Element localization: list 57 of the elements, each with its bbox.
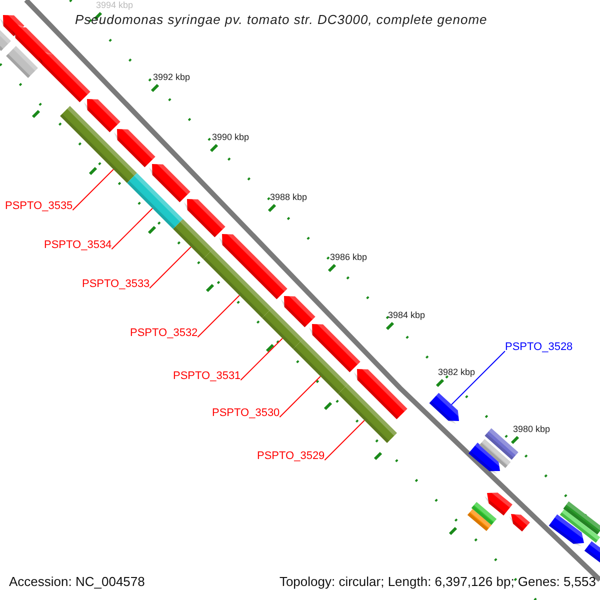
- gene-label: PSPTO_3532: [130, 327, 198, 340]
- title: Pseudomonas syringae pv. tomato str. DC3000, complete genome: [75, 13, 488, 28]
- gene-block: [12, 24, 54, 66]
- gene-block: [84, 96, 120, 132]
- gene-block: [468, 442, 502, 474]
- gene-block: [38, 52, 90, 102]
- gene-block: [338, 384, 397, 443]
- scale-label: 3994 kbp: [96, 1, 134, 11]
- leader-line: [149, 246, 192, 289]
- gene-label: PSPTO_3531: [173, 370, 241, 382]
- gene-block: [60, 106, 137, 183]
- gene-label: PSPTO_3534: [44, 239, 112, 252]
- scale-label: 3988 kbp: [270, 193, 308, 203]
- gene-block: [173, 219, 213, 259]
- scale-label: 3982 kbp: [438, 368, 476, 378]
- genome-summary-text: Topology: circular; Length: 6,397,126 bp; Genes: 5,553: [279, 575, 596, 590]
- gene-block: [280, 294, 316, 328]
- gene-block: [0, 12, 24, 36]
- gene-block: [479, 439, 511, 468]
- gene-block: [509, 512, 530, 532]
- gene-block: [293, 339, 348, 394]
- scale-label: 3986 kbp: [330, 253, 368, 263]
- gene-block: [114, 126, 156, 168]
- gene-block: [563, 501, 600, 535]
- leader-line: [72, 168, 114, 211]
- gene-label: PSPTO_3533: [82, 278, 150, 290]
- gene-block: [148, 162, 190, 202]
- leader-line: [451, 350, 506, 406]
- gene-block: [203, 249, 272, 318]
- gene-block: [548, 514, 586, 546]
- gene-label: PSPTO_3535: [5, 200, 73, 212]
- leader-line: [324, 420, 365, 461]
- gene-block: [262, 308, 303, 349]
- gene-block: [308, 322, 360, 372]
- leader-line: [240, 338, 283, 381]
- gene-block: [471, 502, 497, 526]
- gene-block: [467, 508, 492, 532]
- gene-block: [184, 196, 226, 238]
- scale-label: 3990 kbp: [212, 133, 250, 143]
- gene-label: PSPTO_3529: [257, 450, 325, 462]
- gene-block: [6, 46, 38, 78]
- leader-line: [279, 376, 321, 418]
- scale-label: 3984 kbp: [388, 311, 426, 321]
- gene-block: [560, 509, 600, 543]
- scale-label: 3980 kbp: [513, 425, 550, 435]
- gene-label: PSPTO_3528: [505, 341, 573, 354]
- scale-label: 3992 kbp: [153, 73, 190, 83]
- gene-block: [0, 29, 11, 51]
- gene-block: [484, 490, 512, 516]
- accession-text: Accession: NC_004578: [9, 575, 145, 590]
- gene-block: [127, 173, 183, 229]
- gene-label: PSPTO_3530: [212, 407, 280, 420]
- gene-block: [429, 392, 462, 424]
- leader-line: [111, 208, 153, 250]
- gene-block: [354, 366, 408, 420]
- leader-line: [197, 294, 240, 338]
- gene-block: [218, 232, 288, 300]
